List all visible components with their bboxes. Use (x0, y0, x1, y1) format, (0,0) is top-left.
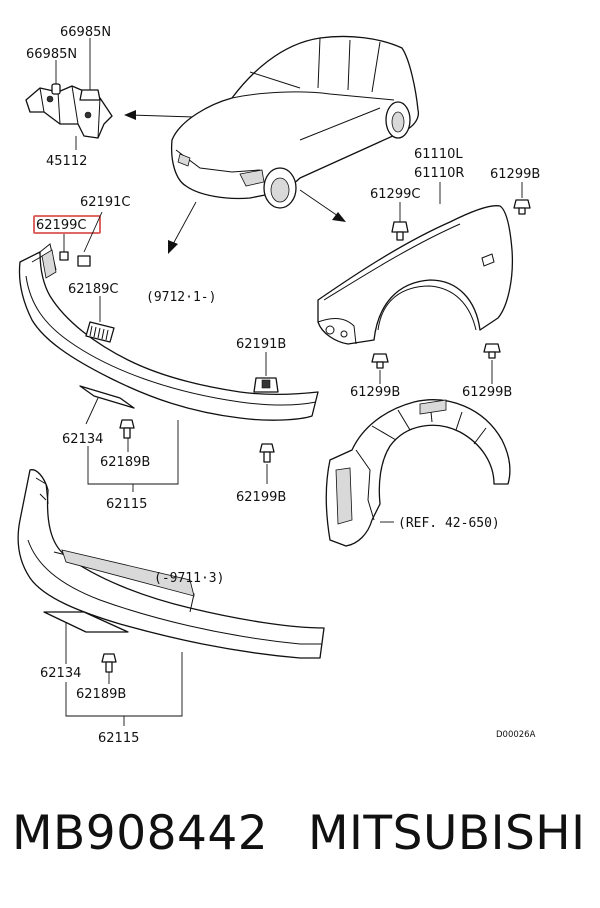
plate-62134-upper[interactable] (79, 385, 135, 409)
arrow-to-bumper (168, 201, 197, 254)
clip-62189b-lower[interactable] (101, 653, 117, 673)
label-62189b-upper: 62189B (100, 455, 150, 470)
clip-62189b-upper[interactable] (119, 419, 135, 439)
footer: MB908442 MITSUBISHI (0, 800, 600, 880)
label-62191b: 62191B (236, 337, 286, 352)
label-62189b-lower: 62189B (76, 687, 126, 702)
front-bumper-upper[interactable] (18, 243, 319, 421)
label-62134-upper: 62134 (62, 432, 103, 447)
arrow-to-fender (299, 189, 346, 222)
nut-66985n-left[interactable] (51, 60, 61, 95)
label-61299b-right: 61299B (462, 385, 512, 400)
car-illustration (170, 35, 420, 209)
bolt-61299c[interactable] (391, 221, 409, 241)
parts-diagram: 66985N 66985N 45112 62191C 62199C (17, 25, 540, 746)
label-66985n-a: 66985N (60, 25, 111, 40)
bracket-line-upper (87, 420, 179, 492)
front-bumper-lower[interactable] (17, 469, 325, 659)
label-66985n-b: 66985N (26, 47, 77, 62)
label-62191c: 62191C (80, 195, 130, 210)
label-62115-lower: 62115 (98, 731, 139, 746)
bolt-61299b-left[interactable] (371, 353, 389, 369)
grille-62189c[interactable] (85, 321, 115, 343)
clip-62199b[interactable] (259, 443, 275, 463)
label-45112: 45112 (46, 154, 87, 169)
label-62199c: 62199C (36, 218, 86, 233)
diagram-code: D00026A (496, 730, 536, 740)
bracket-line-lower (65, 652, 183, 726)
bolt-61299b-top[interactable] (513, 199, 531, 215)
label-62115-upper: 62115 (106, 497, 147, 512)
retainer-62191b[interactable] (253, 377, 279, 393)
fender-liner[interactable] (325, 399, 511, 547)
label-ref-42-650: (REF. 42-650) (398, 516, 500, 531)
clip-62199c[interactable] (59, 251, 69, 261)
highlight-62199c[interactable]: 62199C (33, 215, 101, 234)
part-number: MB908442 (12, 806, 269, 861)
label-range-lower: (-9711·3) (154, 571, 224, 586)
bolt-61299b-right[interactable] (483, 343, 501, 359)
label-61110r: 61110R (414, 166, 464, 181)
plate-62134-lower[interactable] (43, 611, 129, 633)
brand-name: MITSUBISHI (308, 806, 586, 861)
label-62199b: 62199B (236, 490, 286, 505)
nut-66985n-right[interactable] (79, 38, 101, 101)
nut-62191c[interactable] (77, 255, 91, 267)
label-62189c: 62189C (68, 282, 118, 297)
label-61110l: 61110L (414, 147, 463, 162)
label-61299b-top: 61299B (490, 167, 540, 182)
front-fender[interactable] (317, 205, 514, 345)
label-61299b-left: 61299B (350, 385, 400, 400)
label-range-upper: (9712·1-) (146, 290, 216, 305)
label-61299c: 61299C (370, 187, 420, 202)
label-62134-lower: 62134 (40, 666, 81, 681)
